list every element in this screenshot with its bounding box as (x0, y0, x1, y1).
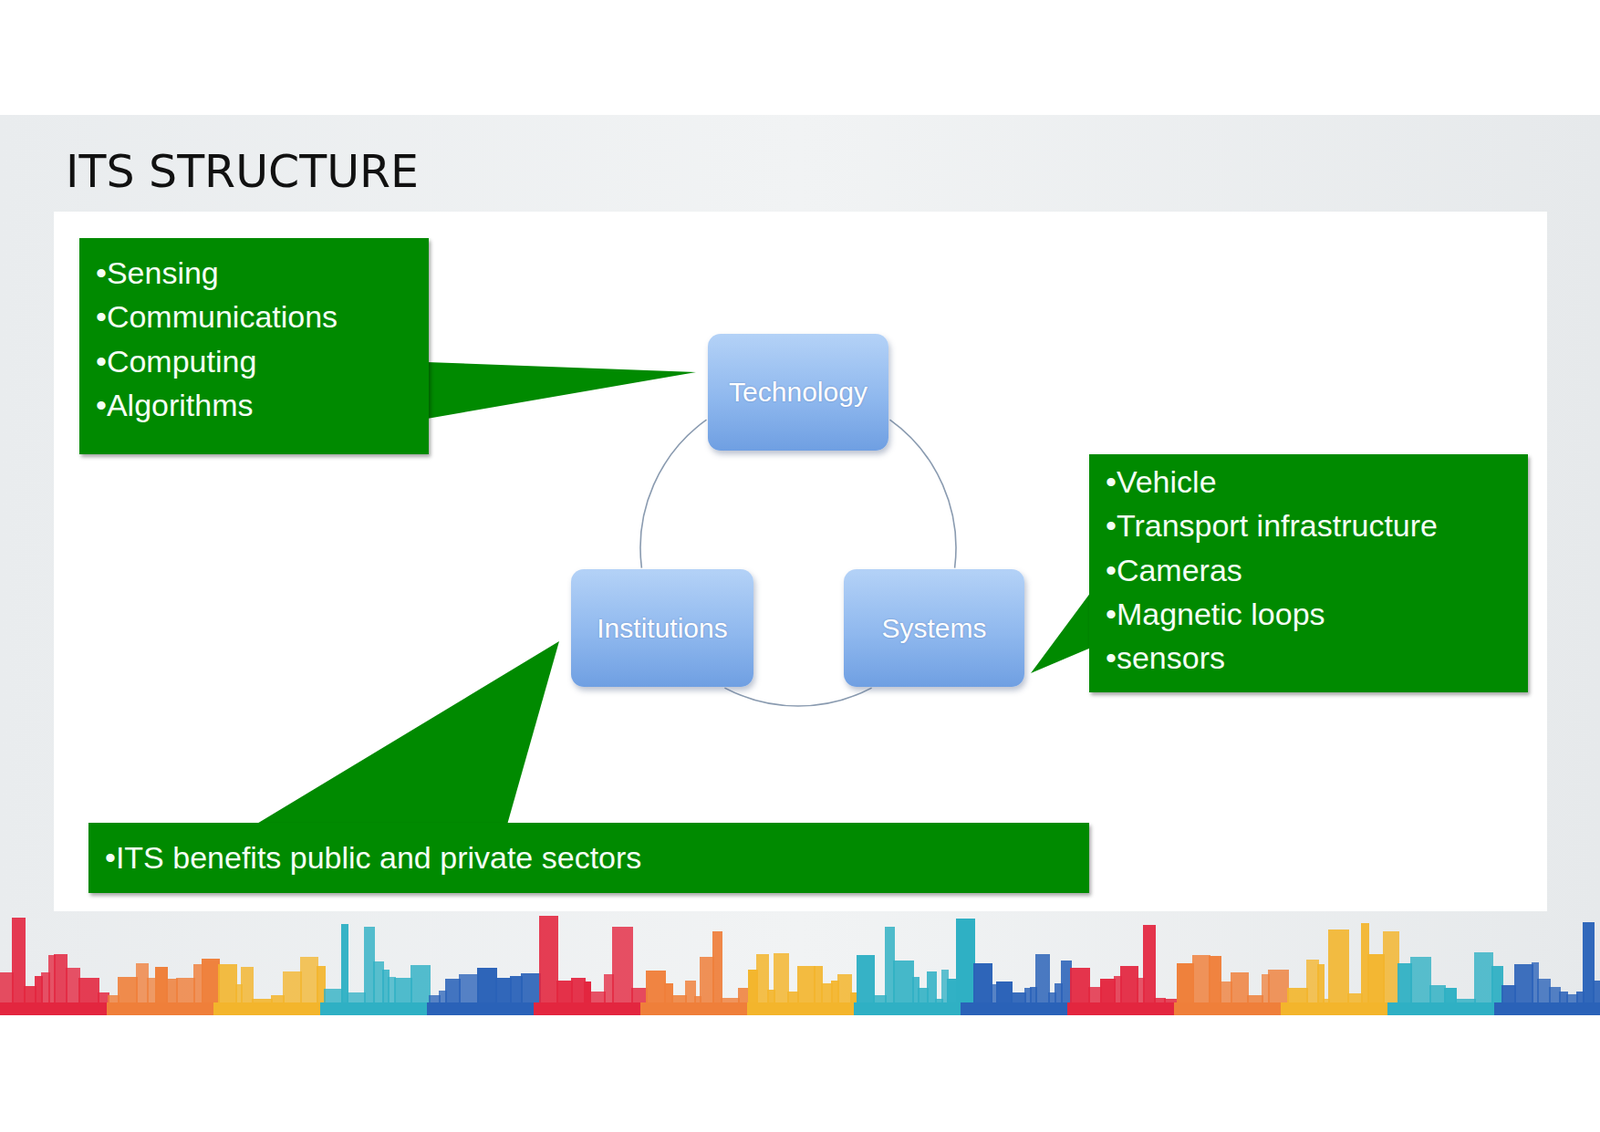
bullet-item: •Computing (95, 339, 413, 384)
skyline-building (11, 917, 26, 1016)
bullet-item: •ITS benefits public and private sectors (104, 835, 1073, 880)
process-box: Systems (843, 569, 1025, 687)
callout-box: •Sensing•Communications•Computing•Algori… (79, 238, 429, 455)
box-label: Technology (728, 376, 868, 408)
bullet-item: •Magnetic loops (1105, 592, 1512, 636)
callout-tail (426, 362, 697, 419)
skyline-building (1142, 924, 1156, 1016)
bullet-item: •Algorithms (95, 383, 413, 427)
cycle-arc (890, 419, 956, 569)
skyline-building (612, 926, 634, 1016)
cycle-arc (640, 419, 707, 569)
slide-title: ITS STRUCTURE (65, 145, 419, 198)
bullet-item: •Transport infrastructure (1105, 503, 1512, 548)
skyline-base (0, 1002, 1600, 1016)
skyline-building (539, 915, 559, 1016)
process-box: Technology (707, 333, 889, 451)
bullet-item: •Cameras (1105, 548, 1512, 593)
skyline-building (1328, 929, 1350, 1016)
box-label: Systems (881, 612, 987, 645)
callout-tail (255, 641, 560, 825)
process-box: Institutions (571, 569, 754, 687)
callout-tail (1030, 592, 1091, 674)
callout-box: •ITS benefits public and private sectors (88, 822, 1090, 894)
bullet-item: •Vehicle (1105, 459, 1512, 504)
bullet-item: •sensors (1105, 635, 1512, 680)
callout-box: •Vehicle•Transport infrastructure•Camera… (1089, 454, 1528, 693)
bullet-item: •Sensing (95, 250, 413, 295)
skyline-building (955, 918, 976, 1016)
cycle-arc (724, 687, 872, 707)
bullet-item: •Communications (95, 294, 413, 339)
box-label: Institutions (596, 612, 728, 645)
